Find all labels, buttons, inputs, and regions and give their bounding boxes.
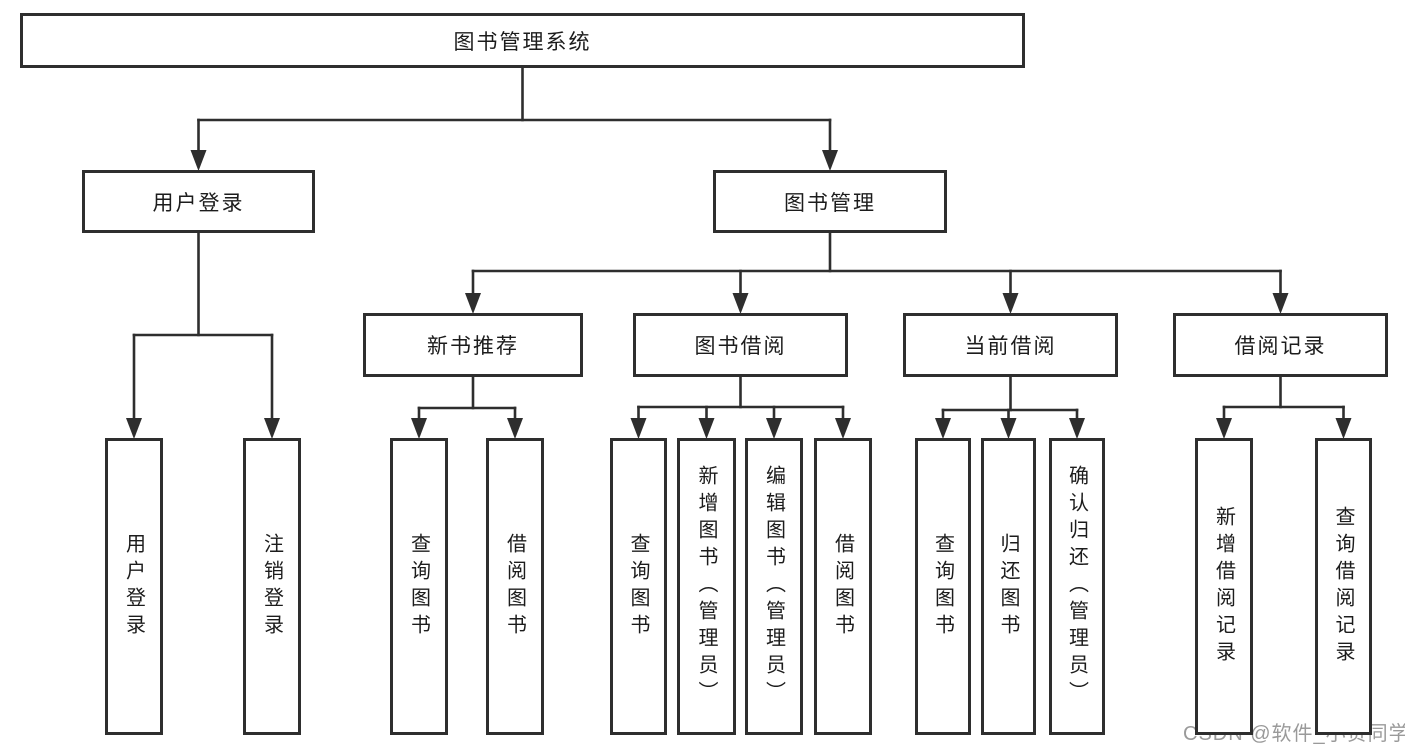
node-root: 图书管理系统: [20, 13, 1025, 68]
arrowhead-icon: [1000, 418, 1017, 439]
node-confirm-return: 确认归还（管理员）: [1049, 438, 1105, 735]
arrowhead-icon: [698, 418, 715, 439]
arrowhead-icon: [1216, 418, 1232, 439]
node-label: 查询图书: [627, 532, 649, 641]
node-edit-book: 编辑图书（管理员）: [745, 438, 803, 735]
node-leaf-logout: 注销登录: [243, 438, 301, 735]
node-user-login: 用户登录: [82, 170, 315, 233]
node-query-books-2: 查询图书: [610, 438, 667, 735]
node-label: 图书借阅: [694, 335, 787, 358]
node-label: 归还图书: [997, 532, 1019, 641]
node-book-mgmt: 图书管理: [713, 170, 947, 233]
node-label: 借阅图书: [831, 532, 854, 641]
arrowhead-icon: [935, 418, 951, 439]
node-return-book: 归还图书: [981, 438, 1036, 735]
arrowhead-icon: [732, 293, 749, 314]
arrowhead-icon: [1272, 293, 1289, 314]
node-borrow-books-1: 借阅图书: [486, 438, 544, 735]
node-add-book: 新增图书（管理员）: [677, 438, 736, 735]
arrowhead-icon: [507, 418, 523, 439]
node-query-books-1: 查询图书: [390, 438, 448, 735]
arrowhead-icon: [1335, 418, 1352, 439]
arrowhead-icon: [264, 418, 280, 439]
node-label: 新增借阅记录: [1212, 505, 1235, 668]
node-label: 确认归还（管理员）: [1065, 465, 1088, 708]
node-borrow-books-2: 借阅图书: [814, 438, 872, 735]
node-current-borrow: 当前借阅: [903, 313, 1118, 377]
arrowhead-icon: [190, 150, 207, 171]
node-label: 查询图书: [931, 532, 954, 641]
node-add-borrow-record: 新增借阅记录: [1195, 438, 1253, 735]
arrowhead-icon: [411, 418, 427, 439]
node-label: 用户登录: [122, 532, 145, 641]
node-label: 新增图书（管理员）: [695, 465, 717, 708]
node-label: 借阅记录: [1234, 335, 1327, 358]
node-label: 当前借阅: [964, 335, 1057, 358]
node-borrow-records: 借阅记录: [1173, 313, 1388, 377]
arrowhead-icon: [835, 418, 851, 439]
node-label: 用户登录: [152, 191, 245, 215]
node-label: 注销登录: [260, 532, 283, 641]
node-label: 查询图书: [407, 532, 430, 641]
arrowhead-icon: [1069, 418, 1085, 439]
node-label: 编辑图书（管理员）: [762, 465, 785, 708]
node-query-books-3: 查询图书: [915, 438, 971, 735]
arrowhead-icon: [630, 418, 647, 439]
node-book-borrow: 图书借阅: [633, 313, 848, 377]
node-label: 借阅图书: [503, 532, 526, 641]
node-label: 图书管理: [784, 191, 876, 215]
node-leaf-user-login: 用户登录: [105, 438, 163, 735]
arrowhead-icon: [822, 150, 838, 171]
node-new-book-rec: 新书推荐: [363, 313, 583, 377]
node-label: 图书管理系统: [453, 30, 592, 54]
arrowhead-icon: [1002, 293, 1019, 314]
arrowhead-icon: [766, 418, 782, 439]
node-label: 查询借阅记录: [1332, 505, 1354, 668]
node-label: 新书推荐: [427, 335, 519, 358]
node-query-borrow-record: 查询借阅记录: [1315, 438, 1372, 735]
arrowhead-icon: [126, 418, 142, 439]
arrowhead-icon: [465, 293, 481, 314]
